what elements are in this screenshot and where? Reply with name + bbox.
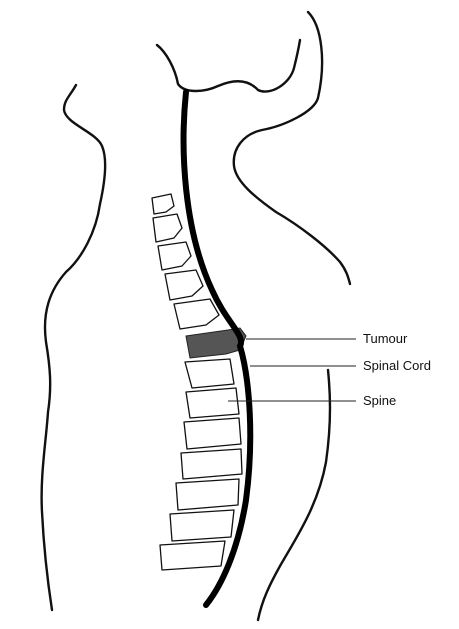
chest-contour [258,370,330,620]
vertebra-8 [184,418,241,449]
vertebra-3 [158,242,191,270]
vertebra-6 [185,359,234,388]
vertebra-9 [181,449,242,479]
back-contour [42,85,105,610]
vertebra-10 [176,479,239,510]
vertebra-11 [170,510,234,541]
vertebra-12 [160,541,225,570]
vertebra-4 [165,270,203,300]
vertebra-5 [174,299,219,329]
vertebra-2 [153,214,182,242]
throat-contour [234,12,350,284]
head-contour [157,40,300,92]
vertebra-7 [186,388,239,418]
vertebra-1 [152,194,174,214]
spine-label: Spine [363,394,396,407]
spinal-cord-label: Spinal Cord [363,359,431,372]
tumour-label: Tumour [363,332,407,345]
